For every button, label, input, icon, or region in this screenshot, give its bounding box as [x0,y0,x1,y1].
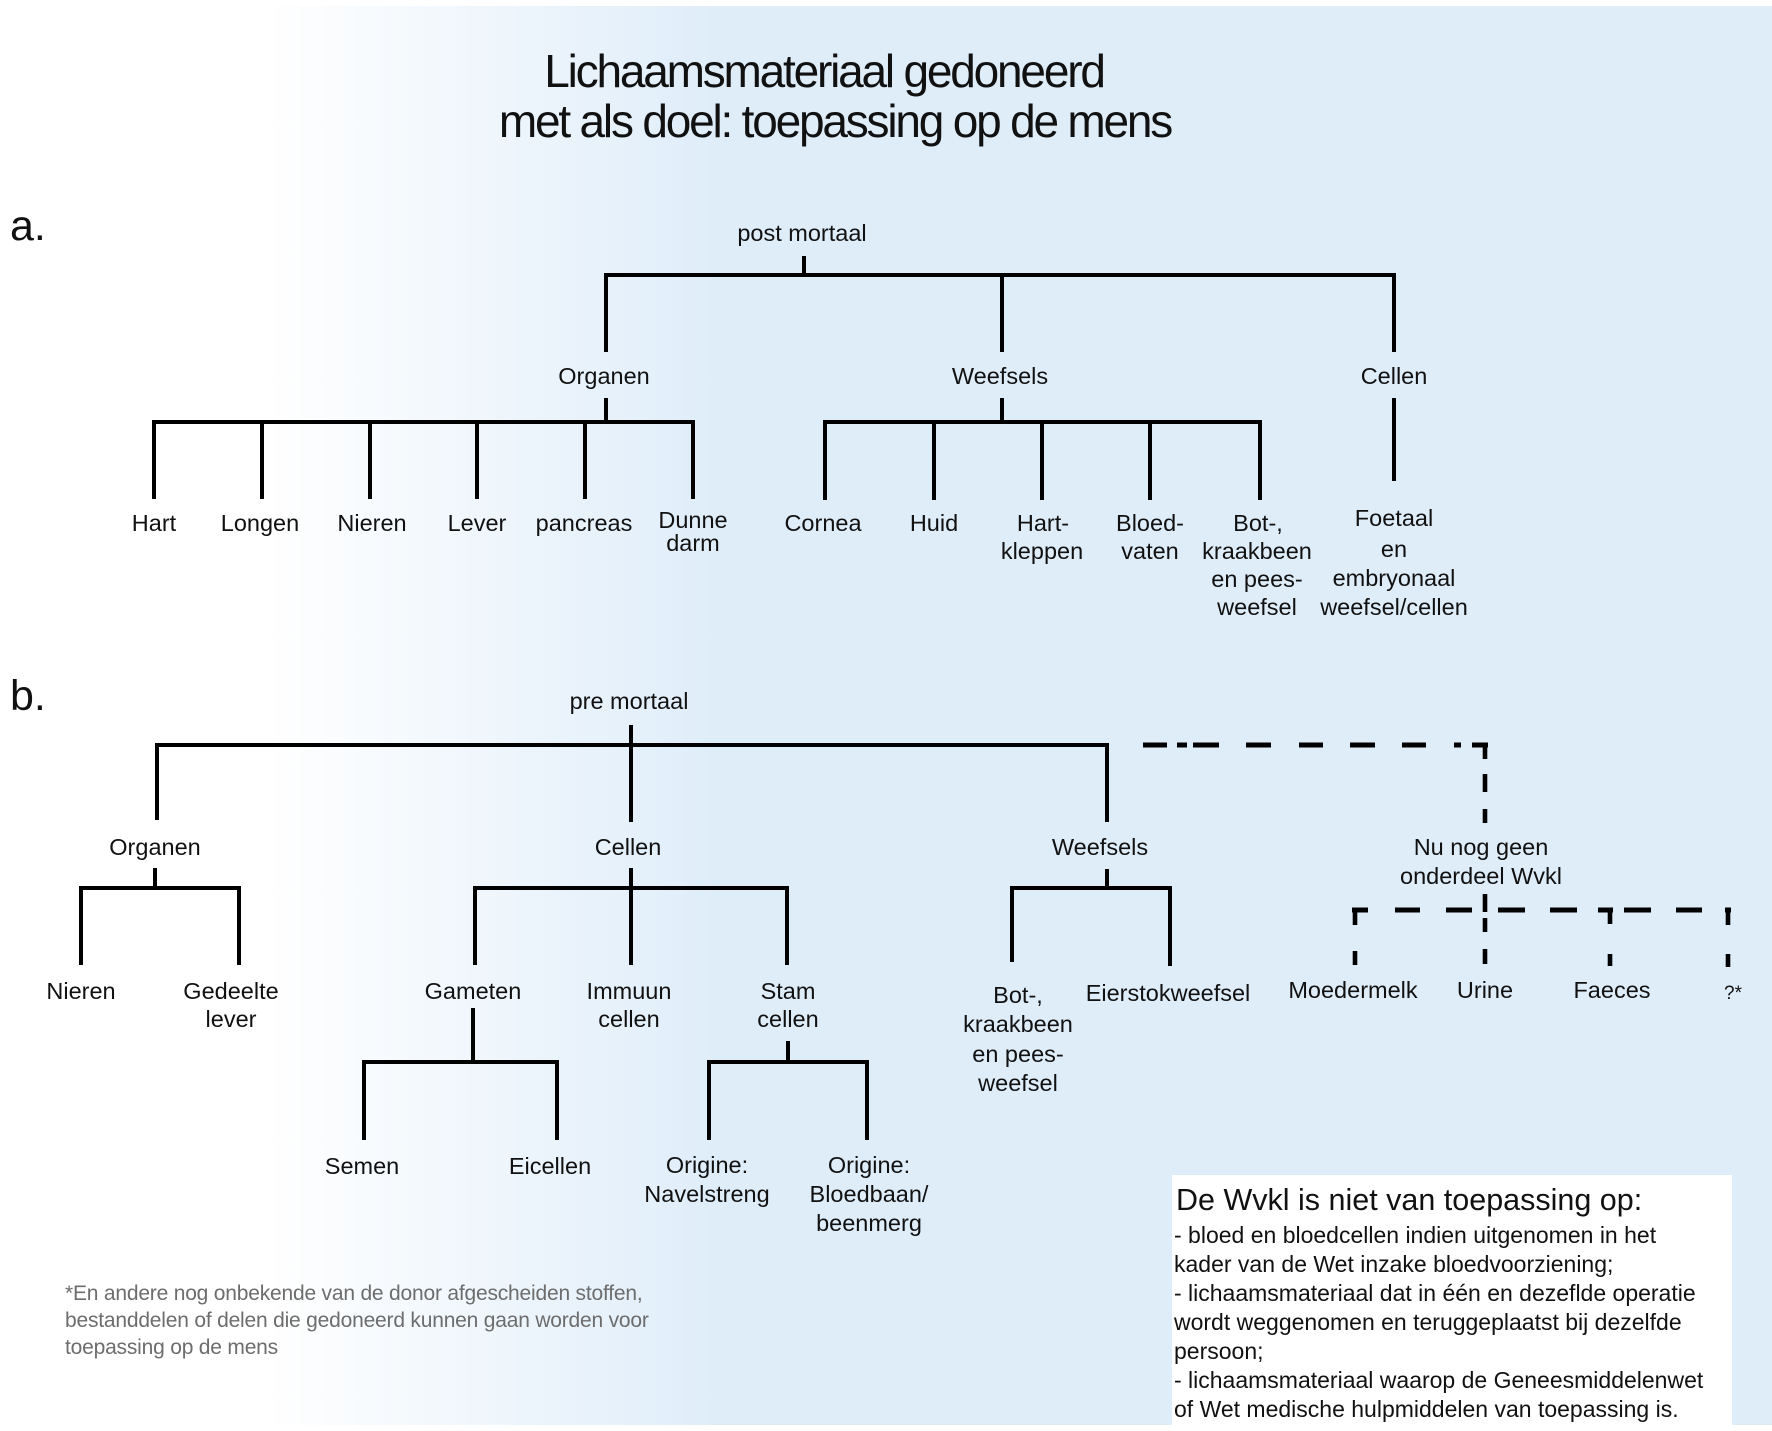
svg-text:en pees-: en pees- [972,1041,1063,1067]
svg-text:pancreas: pancreas [536,510,633,536]
svg-text:toepassing op de mens: toepassing op de mens [65,1336,278,1359]
svg-text:Navelstreng: Navelstreng [644,1181,769,1207]
svg-text:vaten: vaten [1121,538,1179,564]
svg-text:Faeces: Faeces [1573,977,1650,1003]
svg-text:post mortaal: post mortaal [737,220,866,246]
svg-text:a.: a. [10,202,46,250]
svg-text:Weefsels: Weefsels [1052,834,1148,860]
svg-text:cellen: cellen [598,1006,659,1032]
svg-text:Moedermelk: Moedermelk [1288,977,1418,1003]
svg-text:pre mortaal: pre mortaal [570,688,689,714]
svg-text:weefsel/cellen: weefsel/cellen [1319,594,1468,620]
svg-text:bestanddelen of delen die gedo: bestanddelen of delen die gedoneerd kunn… [65,1309,649,1332]
svg-text:weefsel: weefsel [977,1070,1058,1096]
svg-text:Cellen: Cellen [1361,363,1428,389]
svg-text:kader van de Wet inzake bloedv: kader van de Wet inzake bloedvoorziening… [1174,1251,1613,1277]
svg-text:*En andere nog onbekende van d: *En andere nog onbekende van de donor af… [65,1282,642,1305]
svg-text:Immuun: Immuun [587,978,672,1004]
svg-text:en: en [1381,536,1407,562]
svg-text:Bloedbaan/: Bloedbaan/ [810,1181,929,1207]
svg-text:b.: b. [10,672,46,720]
svg-text:Nieren: Nieren [337,510,406,536]
svg-text:Organen: Organen [558,363,649,389]
svg-text:Eicellen: Eicellen [509,1153,591,1179]
svg-text:Hart-: Hart- [1017,510,1069,536]
svg-text:Nu nog geen: Nu nog geen [1414,834,1549,860]
svg-text:Semen: Semen [325,1153,399,1179]
svg-text:- lichaamsmateriaal waarop de: - lichaamsmateriaal waarop de Geneesmidd… [1174,1367,1704,1393]
svg-text:Bot-,: Bot-, [1233,510,1283,536]
svg-text:- bloed en bloedcellen indien: - bloed en bloedcellen indien uitgenomen… [1174,1222,1657,1248]
svg-text:Dunne: Dunne [658,507,727,533]
svg-text:lever: lever [206,1006,257,1032]
svg-text:Stam: Stam [761,978,816,1004]
svg-text:Longen: Longen [221,510,299,536]
svg-text:of Wet medische hulpmiddelen v: of Wet medische hulpmiddelen van toepass… [1174,1396,1679,1422]
svg-text:beenmerg: beenmerg [816,1210,922,1236]
svg-text:Bot-,: Bot-, [993,982,1043,1008]
svg-text:Lichaamsmateriaal gedoneerd: Lichaamsmateriaal gedoneerd [544,45,1103,97]
svg-text:darm: darm [666,530,720,556]
svg-text:Organen: Organen [109,834,200,860]
svg-text:met als doel: toepassing op de: met als doel: toepassing op de mens [499,95,1172,147]
svg-text:Cornea: Cornea [784,510,862,536]
svg-text:Cellen: Cellen [595,834,662,860]
svg-text:persoon;: persoon; [1174,1338,1264,1364]
svg-text:De Wvkl is niet van toepassing: De Wvkl is niet van toepassing op: [1176,1183,1642,1217]
svg-text:kleppen: kleppen [1001,538,1083,564]
svg-text:onderdeel Wvkl: onderdeel Wvkl [1400,863,1562,889]
svg-text:kraakbeen: kraakbeen [963,1011,1073,1037]
svg-text:?*: ?* [1724,983,1743,1004]
svg-text:wordt weggenomen en teruggepla: wordt weggenomen en teruggeplaatst bij d… [1173,1309,1682,1335]
svg-text:embryonaal: embryonaal [1333,565,1456,591]
svg-text:Origine:: Origine: [666,1152,748,1178]
svg-text:Origine:: Origine: [828,1152,910,1178]
svg-text:Huid: Huid [910,510,958,536]
svg-text:Bloed-: Bloed- [1116,510,1184,536]
svg-text:weefsel: weefsel [1216,594,1297,620]
svg-text:- lichaamsmateriaal dat in één: - lichaamsmateriaal dat in één en dezefl… [1174,1280,1696,1306]
svg-text:Urine: Urine [1457,977,1513,1003]
svg-text:Gameten: Gameten [425,978,522,1004]
svg-text:Eierstokweefsel: Eierstokweefsel [1086,980,1251,1006]
svg-text:Foetaal: Foetaal [1355,505,1433,531]
svg-text:cellen: cellen [757,1006,818,1032]
svg-text:Weefsels: Weefsels [952,363,1048,389]
svg-text:Nieren: Nieren [46,978,115,1004]
svg-text:Gedeelte: Gedeelte [183,978,278,1004]
svg-text:Lever: Lever [448,510,507,536]
svg-text:en pees-: en pees- [1211,566,1302,592]
svg-text:kraakbeen: kraakbeen [1202,538,1312,564]
svg-text:Hart: Hart [132,510,177,536]
